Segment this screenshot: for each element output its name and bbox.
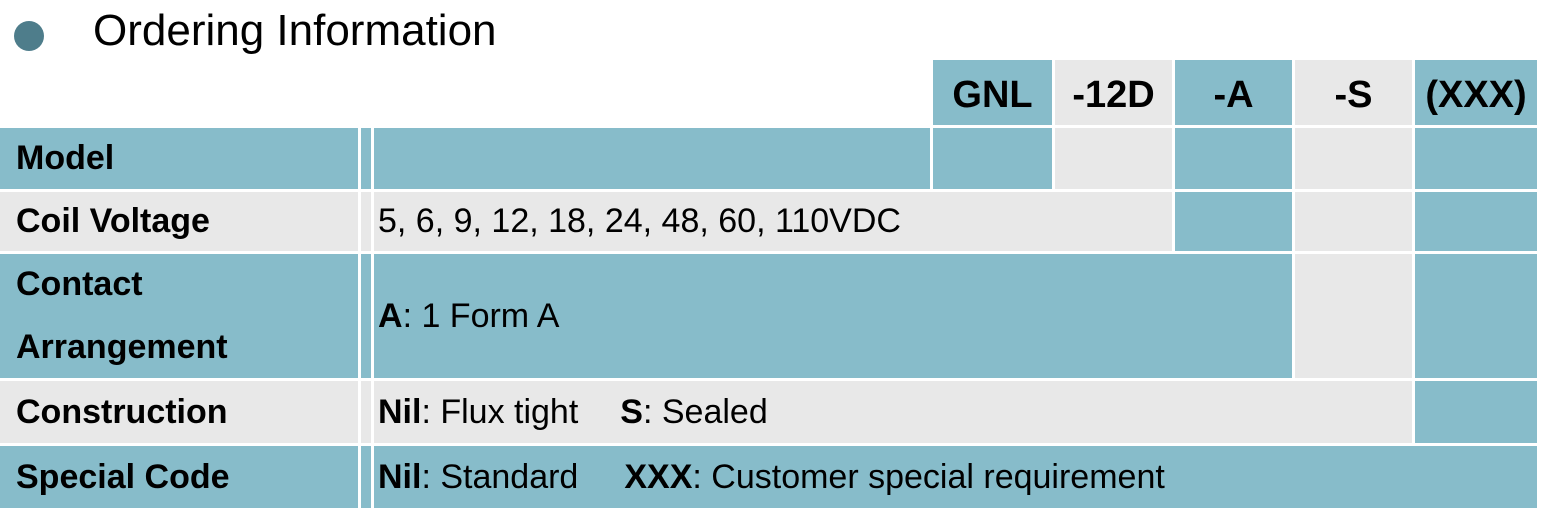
section-title: Ordering Information (93, 6, 497, 55)
special-code-label-text: Special Code (16, 457, 230, 496)
cell-coil-voltage-4 (1295, 192, 1412, 251)
cell-contact-arrangement-3 (1295, 254, 1412, 378)
section-header: Ordering Information (0, 0, 1556, 60)
cell-model-3 (933, 128, 1052, 189)
coil-voltage-value: 5, 6, 9, 12, 18, 24, 48, 60, 110VDC (374, 192, 1172, 251)
construction-label-text: Construction (16, 392, 228, 431)
construction-label: Construction (0, 381, 358, 443)
cell-model-6 (1295, 128, 1412, 189)
special-code-label: Special Code (0, 446, 358, 508)
code-cell-4: -S (1295, 60, 1412, 125)
code-cell-1: GNL (933, 60, 1052, 125)
cell-model-1 (361, 128, 371, 189)
cell-model-5 (1175, 128, 1292, 189)
model-label-text: Model (16, 139, 115, 177)
cell-coil-voltage-1 (361, 192, 371, 251)
coil-voltage-value-text: 5, 6, 9, 12, 18, 24, 48, 60, 110VDC (378, 202, 901, 240)
cell-construction-1 (361, 381, 371, 443)
code-cell-2: -12D (1055, 60, 1172, 125)
cell-construction-3 (1415, 381, 1537, 443)
cell-model-7 (1415, 128, 1537, 189)
cell-coil-voltage-5 (1415, 192, 1537, 251)
cell-coil-voltage-3 (1175, 192, 1292, 251)
model-label: Model (0, 128, 358, 189)
coil-voltage-label-text: Coil Voltage (16, 202, 210, 240)
cell-contact-arrangement-4 (1415, 254, 1537, 378)
section-bullet-icon (14, 21, 44, 51)
contact-arrangement-value: A: 1 Form A (374, 254, 1292, 378)
cell-contact-arrangement-1 (361, 254, 371, 378)
cell-model-2 (374, 128, 930, 189)
cell-special-code-1 (361, 446, 371, 508)
contact-arrangement-value-text: A: 1 Form A (378, 296, 560, 335)
cell-code-header-0 (0, 60, 930, 125)
code-cell-3: -A (1175, 60, 1292, 125)
coil-voltage-label: Coil Voltage (0, 192, 358, 251)
code-cell-5: (XXX) (1415, 60, 1537, 125)
cell-model-4 (1055, 128, 1172, 189)
